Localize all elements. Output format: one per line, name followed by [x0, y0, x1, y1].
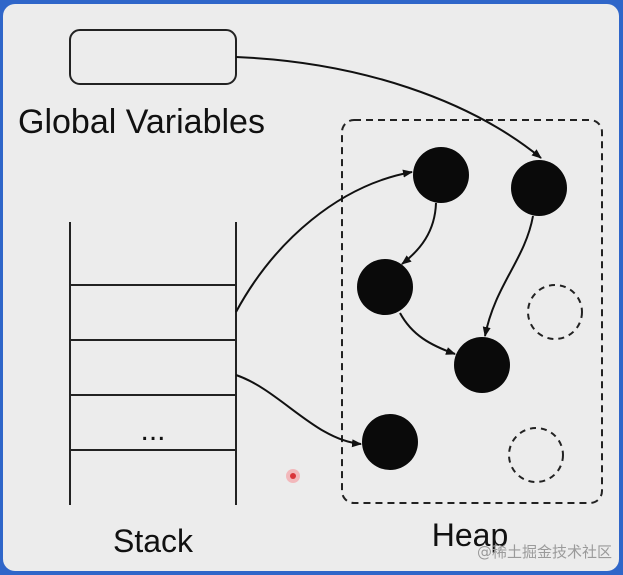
heap-object — [357, 259, 413, 315]
reference-arrow — [401, 202, 437, 265]
reference-arrow — [235, 56, 542, 159]
heap-object — [511, 160, 567, 216]
heap-object — [413, 147, 469, 203]
heap-object — [362, 414, 418, 470]
reference-arrow — [235, 169, 413, 313]
stack-label: Stack — [113, 523, 194, 559]
free-heap-slot — [508, 427, 564, 483]
global-variables-label: Global Variables — [18, 103, 265, 141]
stack — [69, 222, 237, 505]
panel — [3, 4, 619, 571]
heap-object — [454, 337, 510, 393]
stack-ellipsis: ... — [140, 414, 165, 447]
heap-label: Heap — [432, 517, 509, 553]
cursor-pointer-dot — [290, 473, 296, 479]
reference-arrow — [235, 374, 362, 448]
watermark: @稀土掘金技术社区 — [477, 543, 612, 561]
reference-arrow — [482, 215, 534, 337]
heap-region — [341, 119, 603, 504]
free-heap-slot — [527, 284, 583, 340]
reference-arrow — [399, 312, 456, 355]
